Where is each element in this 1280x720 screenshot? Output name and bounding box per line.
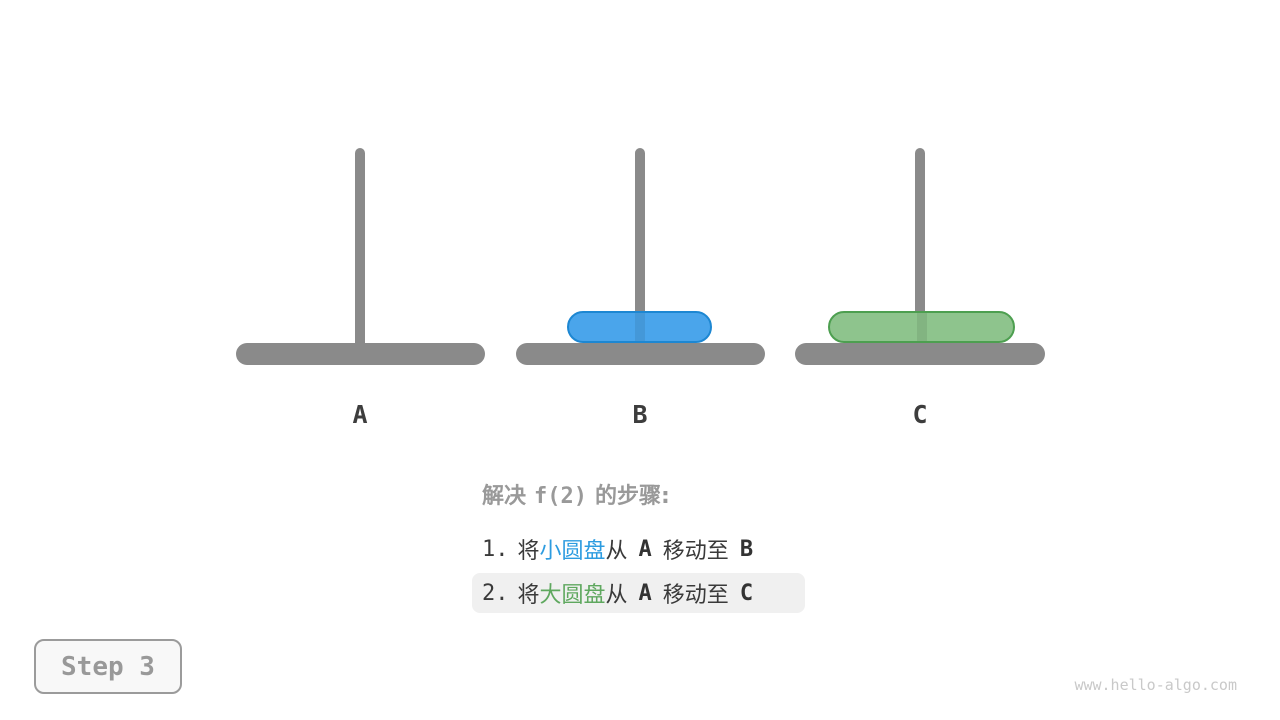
- peg-c-label: C: [912, 400, 928, 429]
- step-2-to-pillar: C: [739, 580, 754, 606]
- small-disk: [567, 311, 712, 343]
- step-1-number: 1.: [482, 536, 509, 562]
- step-row-1: 1. 将 小圆盘 从 A 移动至 B: [482, 534, 764, 565]
- step-1-disk-name: 小圆盘: [539, 539, 606, 564]
- peg-b-label: B: [632, 400, 648, 429]
- step-1-from-pillar: A: [638, 536, 652, 562]
- step-2-from-pillar: A: [638, 580, 652, 606]
- large-disk-pole-shadow: [916, 313, 927, 341]
- step-2-action-move: 移动至: [662, 583, 729, 608]
- caption-prefix: 解决: [482, 484, 527, 509]
- caption-suffix: 的步骤:: [595, 484, 670, 509]
- small-disk-pole-shadow: [634, 313, 645, 341]
- step-2-action-pre: 将: [517, 583, 540, 608]
- step-1-to-pillar: B: [739, 536, 754, 562]
- caption-function-code: f(2): [534, 484, 587, 509]
- peg-c-base: [795, 343, 1045, 365]
- peg-c-pole: [915, 148, 925, 354]
- step-1-action-move: 移动至: [662, 539, 729, 564]
- peg-a-label: A: [352, 400, 368, 429]
- step-row-2-highlighted: 2. 将 大圆盘 从 A 移动至 C: [472, 573, 805, 613]
- large-disk: [828, 311, 1015, 343]
- step-2-number: 2.: [482, 580, 509, 606]
- peg-b-pole: [635, 148, 645, 354]
- peg-b-base: [516, 343, 765, 365]
- peg-a-base: [236, 343, 485, 365]
- site-watermark: www.hello-algo.com: [1074, 676, 1237, 694]
- peg-a-pole: [355, 148, 365, 354]
- step-counter-button[interactable]: Step 3: [34, 639, 182, 694]
- step-1-action-mid: 从: [605, 539, 628, 564]
- steps-caption: 解决 f(2) 的步骤:: [482, 478, 670, 510]
- step-1-action-pre: 将: [517, 539, 540, 564]
- step-2-disk-name: 大圆盘: [539, 583, 606, 608]
- step-2-action-mid: 从: [605, 583, 628, 608]
